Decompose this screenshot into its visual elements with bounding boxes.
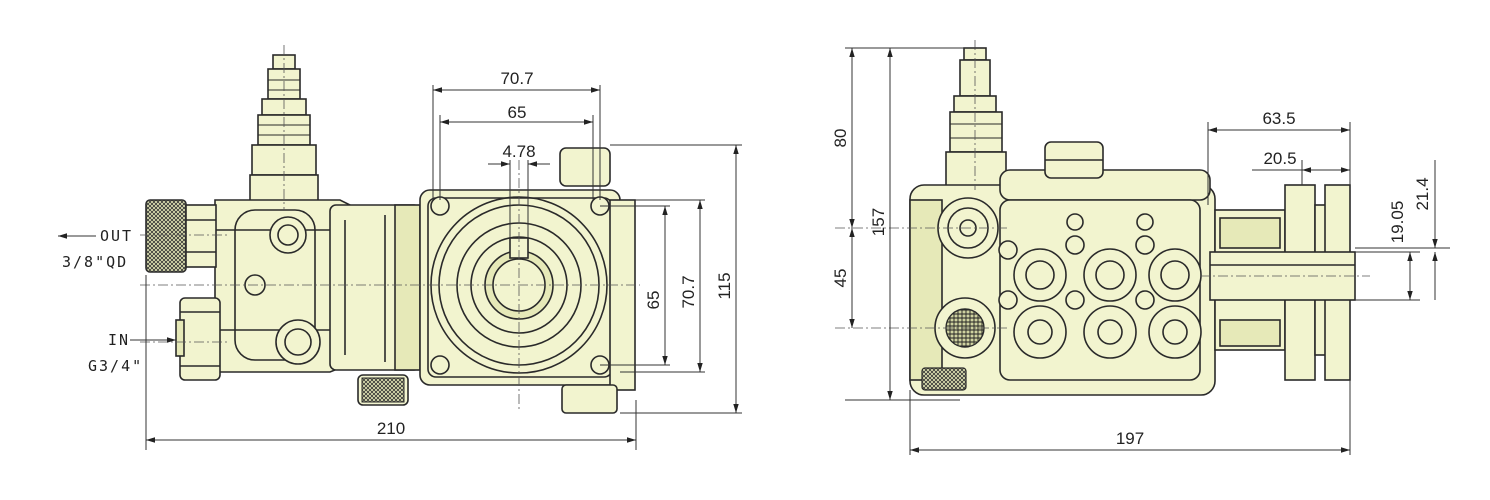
dim-key-width: 4.78 (502, 142, 535, 161)
dim-lower-height: 45 (831, 269, 850, 288)
dim-overall-length: 197 (1116, 429, 1144, 448)
dim-total-height: 157 (869, 208, 888, 236)
right-view: 80 45 157 63.5 20.5 19.05 (831, 40, 1450, 455)
outlet-label: OUT 3/8"QD (58, 227, 133, 271)
dimensions-left: 70.7 65 4.78 65 70.7 11 (145, 69, 742, 450)
dimensions-right: 80 45 157 63.5 20.5 19.05 (831, 47, 1450, 455)
svg-text:3/8"QD: 3/8"QD (62, 253, 128, 271)
dim-flange-height: 70.7 (679, 275, 698, 308)
crank-shaft (1209, 184, 1356, 381)
dim-bolt-width: 65 (508, 103, 527, 122)
dim-shaft-length: 63.5 (1262, 109, 1295, 128)
left-view: OUT 3/8"QD IN G3/4" 70.7 65 4.78 (58, 45, 742, 450)
svg-text:IN: IN (108, 331, 130, 349)
inlet-label: IN G3/4" (88, 331, 176, 375)
dim-flange-width: 70.7 (500, 69, 533, 88)
dim-key-height: 21.4 (1413, 177, 1432, 210)
dim-key-length: 20.5 (1263, 149, 1296, 168)
inlet-fitting (175, 297, 221, 381)
dim-overall-height: 115 (715, 272, 734, 299)
svg-text:G3/4": G3/4" (88, 357, 143, 375)
crankcase-side (329, 204, 421, 406)
outlet-quick-coupler (145, 199, 217, 273)
dim-shaft-diameter: 19.05 (1388, 201, 1407, 244)
valve-caps (998, 213, 1202, 359)
dim-bolt-height: 65 (644, 291, 663, 310)
dim-overall-width: 210 (377, 419, 405, 438)
dim-upper-height: 80 (831, 129, 850, 148)
svg-text:OUT: OUT (100, 227, 133, 245)
unloader-valve-top (945, 47, 1007, 191)
